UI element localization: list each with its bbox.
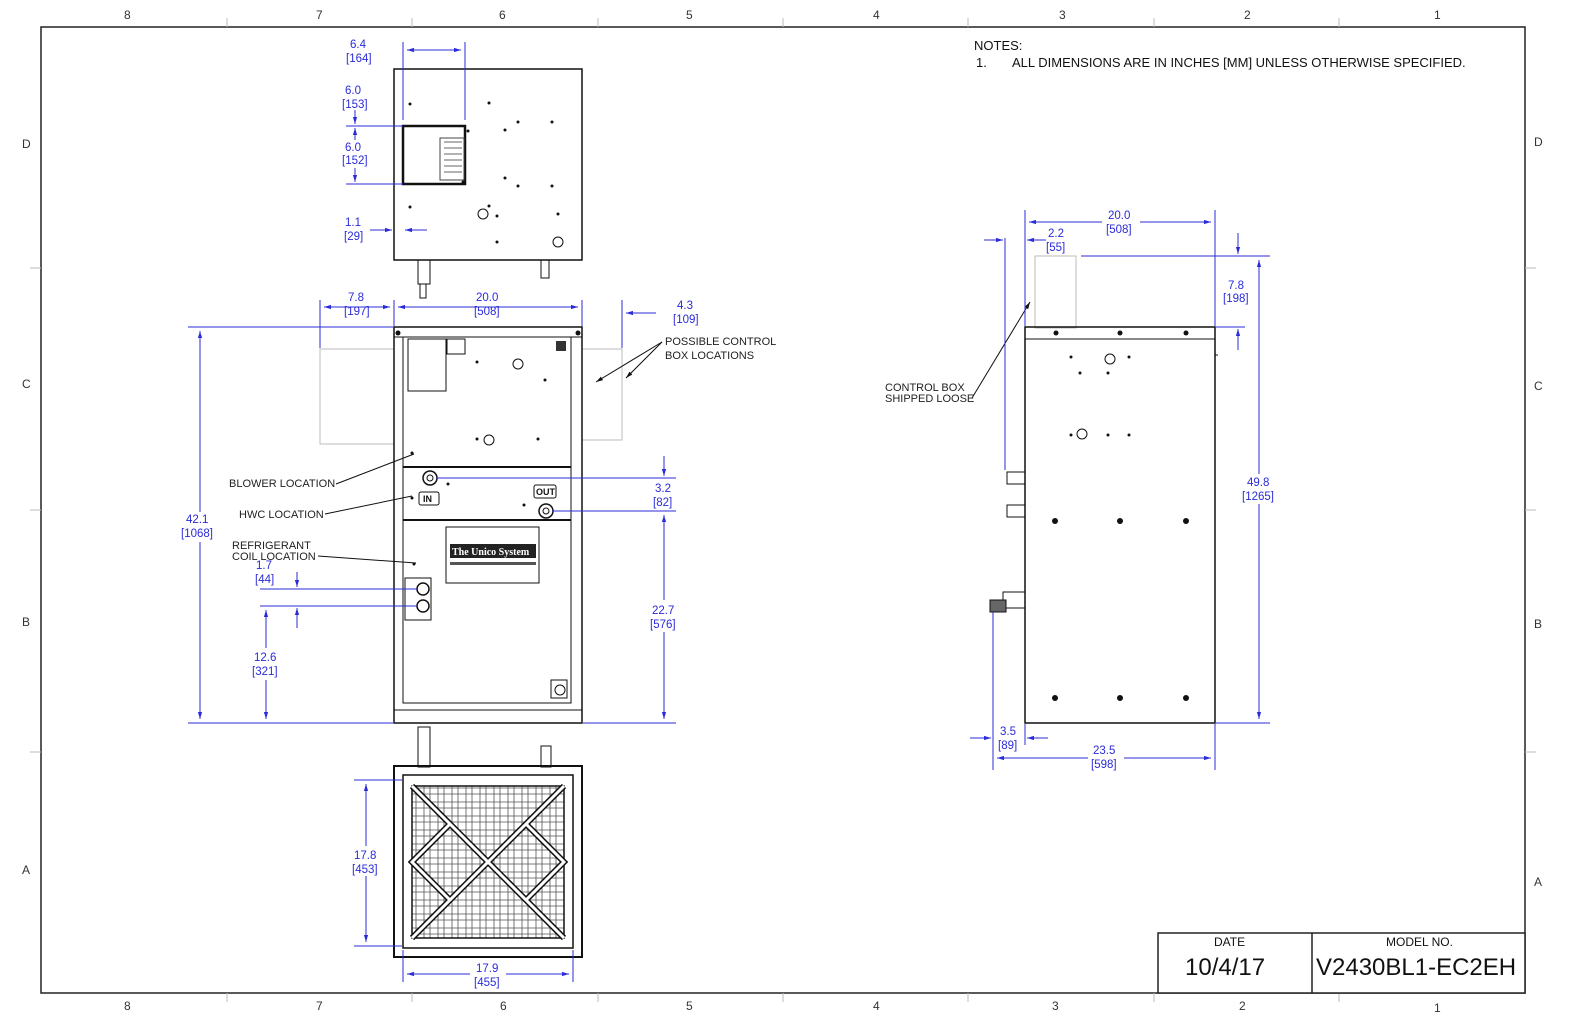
zone-col-7-bottom: 7: [316, 999, 323, 1013]
dim-front-1068: [1068]: [181, 528, 213, 540]
zone-col-4-bottom: 4: [873, 999, 880, 1013]
model-label: MODEL NO.: [1386, 935, 1453, 949]
dim-front-321: [321]: [252, 666, 278, 678]
brand-logo: The Unico System: [452, 547, 530, 558]
zone-row-d-left: D: [22, 137, 31, 151]
dim-front-42-1: 42.1: [186, 514, 208, 526]
dim-side-55: [55]: [1046, 242, 1065, 254]
dim-front-576: [576]: [650, 619, 676, 631]
zone-col-1-top: 1: [1434, 8, 1441, 22]
zone-col-8-top: 8: [124, 8, 131, 22]
label-shipped-loose: SHIPPED LOOSE: [885, 393, 974, 405]
dim-front-7-8: 7.8: [348, 292, 364, 304]
zone-col-8-bottom: 8: [124, 999, 131, 1013]
side-view: [989, 255, 1218, 724]
dim-front-3-2: 3.2: [655, 483, 671, 495]
zone-col-5-top: 5: [686, 8, 693, 22]
zone-col-2-bottom: 2: [1239, 999, 1246, 1013]
front-view-dims: 20.0 [508] 7.8 [197] 4.3 [109] 42.1 [106…: [178, 292, 699, 724]
dim-front-508: [508]: [474, 306, 500, 318]
dim-side-20-0: 20.0: [1108, 210, 1130, 222]
label-hwc: HWC LOCATION: [239, 509, 324, 521]
note-number: 1.: [976, 55, 987, 70]
dim-side-1265: [1265]: [1242, 491, 1274, 503]
front-view: IN OUT The Unico System: [319, 326, 623, 724]
dim-top-1-1: 1.1: [345, 217, 361, 229]
zone-col-3-top: 3: [1059, 8, 1066, 22]
out-tag: OUT: [536, 487, 556, 497]
model-value: V2430BL1-EC2EH: [1316, 954, 1516, 981]
dim-front-1-7: 1.7: [256, 560, 272, 572]
side-view-dims: 20.0 [508] 2.2 [55] 7.8 [198] 49.8 [1265…: [970, 208, 1278, 772]
in-tag: IN: [423, 494, 432, 504]
label-blower: BLOWER LOCATION: [229, 478, 335, 490]
label-refrigerant: REFRIGERANT: [232, 540, 311, 552]
dim-top-6-0b: 6.0: [345, 142, 361, 154]
top-view: [393, 68, 583, 299]
side-view-labels: CONTROL BOX SHIPPED LOOSE: [885, 301, 1031, 405]
zone-col-2-top: 2: [1244, 8, 1251, 22]
date-value: 10/4/17: [1185, 954, 1265, 981]
note-text: ALL DIMENSIONS ARE IN INCHES [MM] UNLESS…: [1012, 55, 1466, 70]
dim-side-2-2: 2.2: [1048, 228, 1064, 240]
zone-labels: 8 7 6 5 4 3 2 1 8 7 6 5 4 3 2 1 D C B A …: [22, 8, 1543, 1015]
dim-front-109: [109]: [673, 314, 699, 326]
dim-side-508: [508]: [1106, 224, 1132, 236]
title-block: DATE 10/4/17 MODEL NO. V2430BL1-EC2EH: [1157, 932, 1526, 994]
label-possible-control: POSSIBLE CONTROL: [665, 336, 776, 348]
dim-front-44: [44]: [255, 574, 274, 586]
zone-row-d-right: D: [1534, 135, 1543, 149]
zone-row-b-left: B: [22, 615, 30, 629]
dim-bottom-455: [455]: [474, 977, 500, 989]
dim-front-82: [82]: [653, 497, 672, 509]
zone-col-3-bottom: 3: [1052, 999, 1059, 1013]
bottom-view-dims: 17.8 [453] 17.9 [455]: [348, 779, 574, 989]
zone-col-4-top: 4: [873, 8, 880, 22]
zone-row-c-left: C: [22, 377, 31, 391]
dim-front-197: [197]: [344, 306, 370, 318]
dim-bottom-453: [453]: [352, 864, 378, 876]
dim-side-49-8: 49.8: [1247, 477, 1269, 489]
dim-front-12-6: 12.6: [254, 652, 276, 664]
dim-front-22-7: 22.7: [652, 605, 674, 617]
dim-side-7-8: 7.8: [1228, 280, 1244, 292]
zone-col-1-bottom: 1: [1434, 1001, 1441, 1015]
dim-top-29: [29]: [344, 231, 363, 243]
dim-top-6-4: 6.4: [350, 39, 367, 51]
zone-row-a-left: A: [22, 863, 30, 877]
zone-col-6-top: 6: [499, 8, 506, 22]
dim-top-153: [153]: [342, 99, 368, 111]
zone-col-7-top: 7: [316, 8, 323, 22]
top-view-dims: 6.4 [164] 6.0 [153] 6.0 [152] 1.1 [29]: [342, 39, 466, 243]
notes-title: NOTES:: [974, 38, 1022, 53]
dim-top-152: [152]: [342, 155, 368, 167]
dim-side-23-5: 23.5: [1093, 745, 1115, 757]
zone-row-b-right: B: [1534, 617, 1542, 631]
dim-front-4-3: 4.3: [677, 300, 693, 312]
zone-row-c-right: C: [1534, 379, 1543, 393]
label-control-box: CONTROL BOX: [885, 382, 965, 394]
date-label: DATE: [1214, 935, 1245, 949]
dim-side-598: [598]: [1091, 759, 1117, 771]
dim-bottom-17-9: 17.9: [476, 963, 498, 975]
dim-side-3-5: 3.5: [1000, 726, 1016, 738]
bottom-view: [393, 726, 583, 958]
dim-top-164: [164]: [346, 53, 372, 65]
zone-col-6-bottom: 6: [500, 999, 507, 1013]
notes: NOTES: 1. ALL DIMENSIONS ARE IN INCHES […: [974, 38, 1466, 70]
dim-side-89: [89]: [998, 740, 1017, 752]
label-coil-location: COIL LOCATION: [232, 551, 316, 563]
label-box-locations: BOX LOCATIONS: [665, 350, 754, 362]
zone-row-a-right: A: [1534, 875, 1542, 889]
dim-bottom-17-8: 17.8: [354, 850, 376, 862]
dim-front-20-0: 20.0: [476, 292, 498, 304]
zone-col-5-bottom: 5: [686, 999, 693, 1013]
front-view-labels: POSSIBLE CONTROL BOX LOCATIONS BLOWER LO…: [229, 336, 776, 564]
dim-top-6-0a: 6.0: [345, 85, 361, 97]
sheet-border: [30, 18, 1536, 1002]
dim-side-198: [198]: [1223, 293, 1249, 305]
